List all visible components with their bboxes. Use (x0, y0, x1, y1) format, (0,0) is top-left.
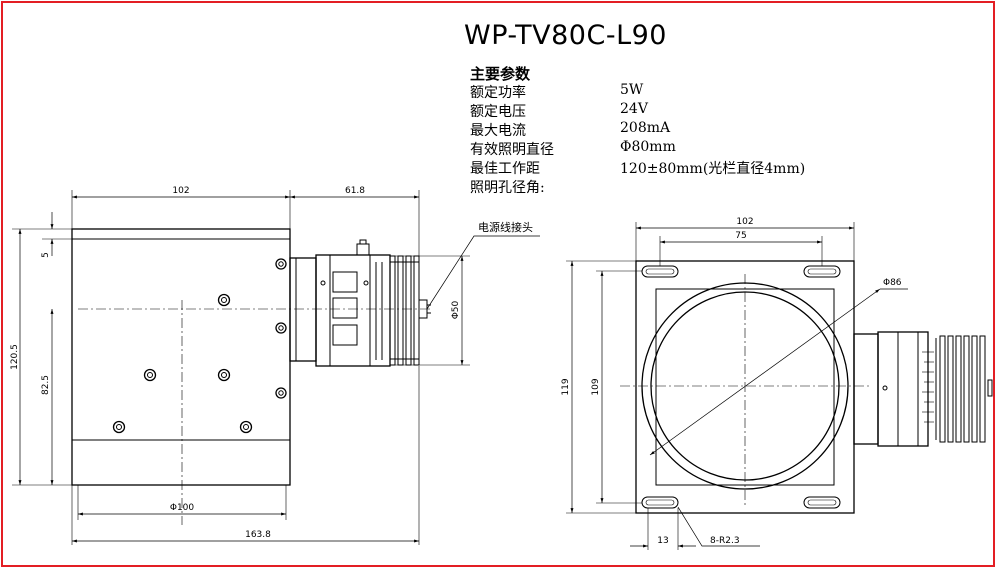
side-dim-diameter-label: Φ100 (170, 503, 195, 513)
heat-sink-fin (971, 335, 978, 443)
param-label: 额定功率 (470, 85, 526, 101)
heat-sink-fin (939, 335, 946, 443)
side-dim-width-label: 102 (172, 186, 189, 196)
side-body-outline (71, 228, 291, 486)
heat-sink-fin (389, 255, 396, 366)
front-dim-slot-label: 8-R2.3 (710, 536, 740, 546)
screw-icon (275, 387, 287, 399)
param-value: 120±80mm(光栏直径4mm) (620, 161, 806, 177)
front-view (566, 222, 993, 550)
side-knob (356, 243, 370, 256)
heat-sink-fin (397, 255, 404, 366)
param-label: 最大电流 (470, 123, 526, 139)
heat-sink-fin (413, 255, 420, 366)
heat-sink-fin (963, 335, 970, 443)
screw-icon (112, 420, 126, 434)
mounting-slot (803, 265, 841, 278)
param-value: 5W (620, 82, 644, 98)
power-callout-label: 电源线接头 (478, 220, 533, 234)
heat-sink-fin (955, 335, 962, 443)
heat-sink-fin (405, 255, 412, 366)
mounting-slot (641, 496, 679, 509)
side-dim-offset-label: 5 (41, 252, 51, 258)
side-dim-height-label: 120.5 (10, 344, 20, 370)
param-label: 最佳工作距 (470, 161, 540, 177)
callout-leader (426, 235, 540, 310)
front-dim-hole-spacing-label: 75 (735, 231, 746, 241)
param-value: 208mA (620, 120, 671, 136)
side-lens-flange (289, 257, 317, 362)
mounting-slot (803, 496, 841, 509)
screw-icon (239, 420, 253, 434)
param-label: 额定电压 (470, 104, 526, 120)
heat-sink-fin (947, 335, 954, 443)
params-heading: 主要参数 (470, 65, 531, 83)
front-connector-flange (853, 333, 879, 445)
mounting-slot (641, 265, 679, 278)
side-dim-lower-label: 82.5 (41, 375, 51, 395)
param-value: Φ80mm (620, 139, 676, 155)
heat-sink-fin (979, 335, 986, 443)
param-label: 照明孔径角: (470, 180, 545, 196)
model-title: WP-TV80C-L90 (464, 20, 667, 51)
side-dim-connector-label: 61.8 (345, 186, 365, 196)
front-dim-width-label: 102 (736, 217, 753, 227)
screw-icon (143, 368, 157, 382)
side-view (12, 190, 540, 545)
screw-icon (217, 368, 231, 382)
param-label: 有效照明直径 (470, 142, 554, 158)
aperture-diameter-leader (649, 288, 881, 456)
screw-icon (275, 258, 287, 270)
screw-icon (275, 322, 287, 334)
side-dim-lens-label: Φ50 (451, 300, 461, 319)
front-dim-aperture-label: Φ86 (883, 278, 902, 288)
front-dim-hole-vertical-label: 109 (591, 378, 601, 395)
slot-leader (677, 506, 760, 547)
front-dim-height-label: 119 (561, 378, 571, 395)
param-value: 24V (620, 101, 648, 117)
power-connector-icon (987, 379, 993, 397)
side-dim-total-label: 163.8 (245, 530, 271, 540)
front-connector-barrel (877, 331, 929, 447)
front-dim-hole-offset-label: 13 (657, 536, 668, 546)
screw-icon (217, 293, 231, 307)
